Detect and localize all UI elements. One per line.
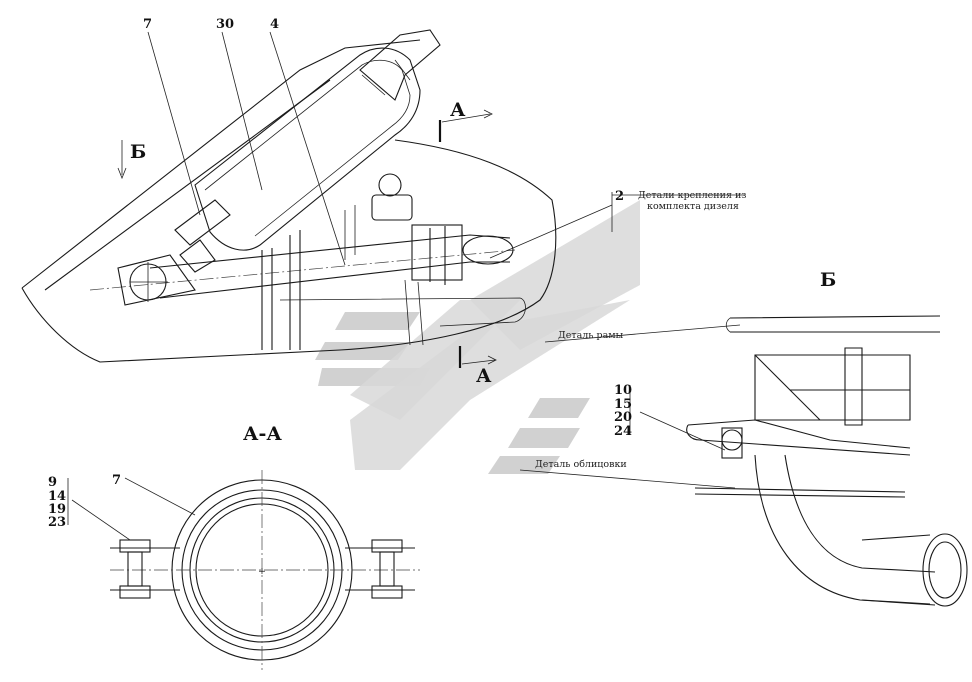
callout-group-left-4: 23 <box>48 515 66 530</box>
view-label-a-top: А <box>450 99 466 121</box>
callout-group-left-2: 14 <box>48 489 66 504</box>
section-label-a-a: А-А <box>243 423 282 445</box>
frame-part <box>544 315 941 343</box>
note-frame-part: Деталь рамы <box>558 330 624 341</box>
callout-7-section: 7 <box>112 473 121 488</box>
callout-7: 7 <box>143 17 152 32</box>
callout-group-right-3: 20 <box>614 410 632 425</box>
view-label-a-bottom: А <box>476 365 492 387</box>
section-arrow-bottom <box>458 346 497 368</box>
callout-group-left-1: 9 <box>48 475 57 490</box>
callout-group-right-2: 15 <box>614 397 632 412</box>
section-a-a: + <box>67 470 420 670</box>
callout-4: 4 <box>270 17 279 32</box>
note-cladding-part: Деталь облицовки <box>535 459 627 470</box>
view-label-b-arrow: Б <box>130 141 146 163</box>
section-arrow-top <box>438 109 493 142</box>
callout-group-left-3: 19 <box>48 502 66 517</box>
view-b-detail <box>519 347 968 607</box>
view-label-b: Б <box>820 269 836 291</box>
main-view <box>21 29 745 363</box>
callout-30: 30 <box>216 17 234 32</box>
callout-2: 2 <box>615 189 624 204</box>
callout-group-right-1: 10 <box>614 383 632 398</box>
note-diesel-line2: комплекта дизеля <box>647 201 739 212</box>
svg-text:+: + <box>258 566 266 577</box>
watermark-logo <box>315 200 640 474</box>
note-diesel-line1: Детали крепления из <box>638 190 746 201</box>
view-arrow-b <box>117 140 127 180</box>
callout-group-right-4: 24 <box>614 424 632 439</box>
